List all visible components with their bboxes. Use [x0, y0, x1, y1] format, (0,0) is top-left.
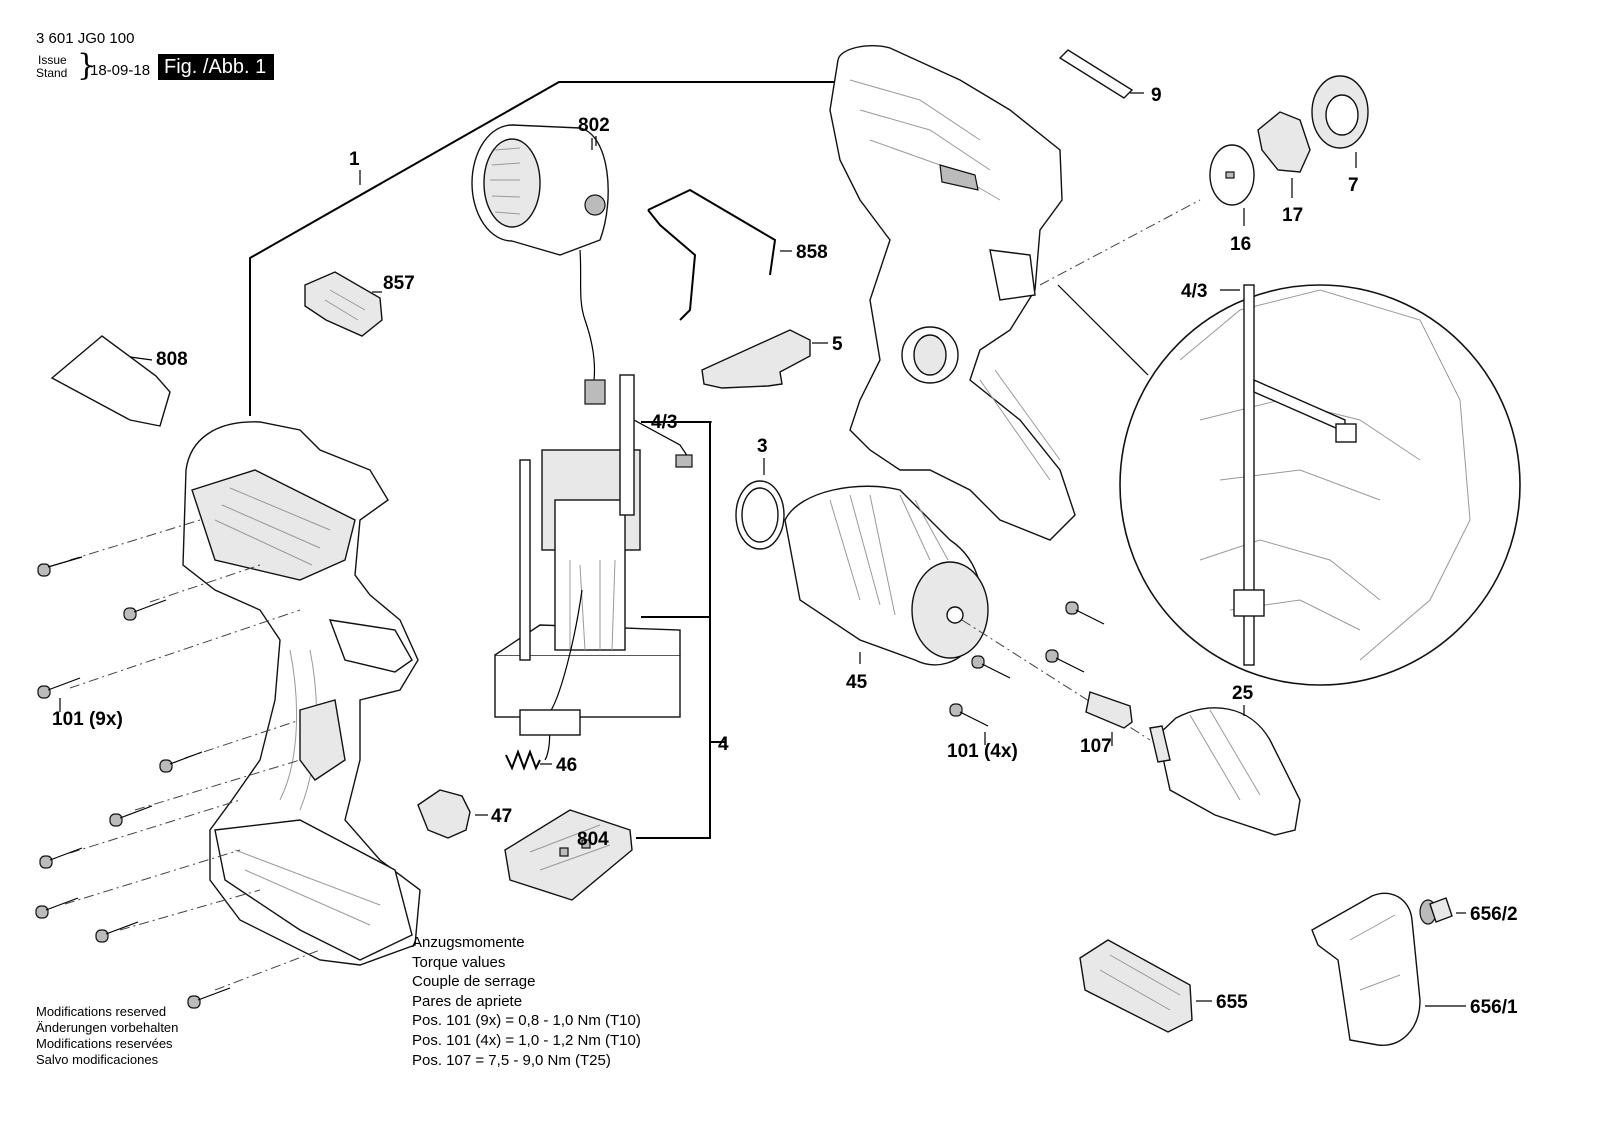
callout-5: 5 [832, 334, 843, 355]
part-802-motor [471, 124, 609, 405]
modifications-line: Modifications reserved [36, 1004, 167, 1019]
part-17-cam [1257, 111, 1311, 198]
figure-label: Fig. /Abb. 1 [158, 54, 275, 80]
callout-45: 45 [846, 672, 868, 693]
part-107-chuck-screw [1085, 691, 1133, 746]
label-leaders [359, 136, 712, 423]
callout-802: 802 [578, 115, 610, 136]
part-655-bit-holder [1079, 939, 1212, 1033]
modifications-line: Salvo modificaciones [36, 1052, 159, 1067]
modifications-line: Modifications reservées [36, 1036, 173, 1051]
callout-3: 3 [757, 436, 768, 457]
callout-47: 47 [491, 806, 512, 827]
callout-4-3-detail: 4/3 [1181, 281, 1207, 302]
part-47-knob [417, 789, 488, 839]
detail-circle-4-3 [1039, 199, 1521, 686]
modifications-line: Änderungen vorbehalten [36, 1020, 179, 1035]
callout-4: 4 [718, 734, 729, 755]
torque-values: Anzugsmomente Torque values Couple de se… [412, 933, 641, 1070]
part-9-strip [1058, 49, 1144, 99]
housing-left-half [182, 421, 421, 966]
part-25-chuck [1149, 705, 1301, 836]
issue-label: Issue [38, 53, 67, 67]
part-3-ring [735, 458, 785, 550]
callout-25: 25 [1232, 683, 1254, 704]
issue-date: 18-09-18 [90, 62, 151, 79]
part-858-wire-clip [647, 188, 792, 321]
callout-1: 1 [349, 149, 360, 170]
callout-808: 808 [156, 349, 188, 370]
callout-101-4x: 101 (4x) [947, 741, 1018, 762]
torque-line: Pares de apriete [412, 992, 523, 1010]
part-45-gearbox [784, 485, 1151, 741]
callout-4-3-left: 4/3 [651, 412, 677, 433]
part-656-1-belt-clip [1311, 892, 1466, 1046]
screws-101-9x [35, 519, 321, 1009]
callout-656-1: 656/1 [1470, 997, 1518, 1018]
callout-804: 804 [577, 829, 609, 850]
torque-line: Pos. 101 (4x) = 1,0 - 1,2 Nm (T10) [412, 1031, 641, 1049]
callout-857: 857 [383, 273, 415, 294]
torque-line: Torque values [412, 953, 506, 971]
callout-9: 9 [1151, 85, 1162, 106]
callout-101-9x: 101 (9x) [52, 709, 123, 730]
callout-labels: 1 802 857 808 858 5 4/3 3 9 7 17 16 4/3 … [52, 85, 1518, 1018]
part-656-2-clip-screw [1419, 897, 1466, 925]
part-7-cap [1311, 75, 1369, 168]
callout-656-2: 656/2 [1470, 904, 1518, 925]
leader-housing-set [249, 81, 836, 416]
housing-right-half [829, 44, 1076, 541]
callout-16: 16 [1230, 234, 1251, 255]
part-16-disc [1209, 144, 1255, 226]
part-4-electronics-module [494, 374, 693, 761]
part-808-label-plate [50, 335, 171, 427]
callout-858: 858 [796, 242, 828, 263]
modifications-notice: Modifications reserved Änderungen vorbeh… [36, 1004, 178, 1068]
leader-electronics-set [636, 421, 726, 839]
stand-label: Stand [36, 66, 68, 80]
callout-17: 17 [1282, 205, 1303, 226]
callout-7: 7 [1348, 175, 1359, 196]
callout-107: 107 [1080, 736, 1112, 757]
callout-655: 655 [1216, 992, 1248, 1013]
callout-46: 46 [556, 755, 577, 776]
part-857-switch-slide [304, 271, 383, 337]
part-46-spring [505, 749, 552, 771]
torque-line: Anzugsmomente [412, 934, 525, 951]
torque-line: Pos. 101 (9x) = 0,8 - 1,0 Nm (T10) [412, 1012, 641, 1030]
screws-101-4x [949, 601, 1105, 745]
brace-icon: } [77, 48, 97, 83]
part-5-slide [701, 329, 828, 389]
document-number: 3 601 JG0 100 [36, 30, 135, 47]
part-804-battery-plate [504, 809, 633, 901]
torque-line: Couple de serrage [412, 973, 536, 991]
torque-line: Pos. 107 = 7,5 - 9,0 Nm (T25) [412, 1051, 611, 1069]
